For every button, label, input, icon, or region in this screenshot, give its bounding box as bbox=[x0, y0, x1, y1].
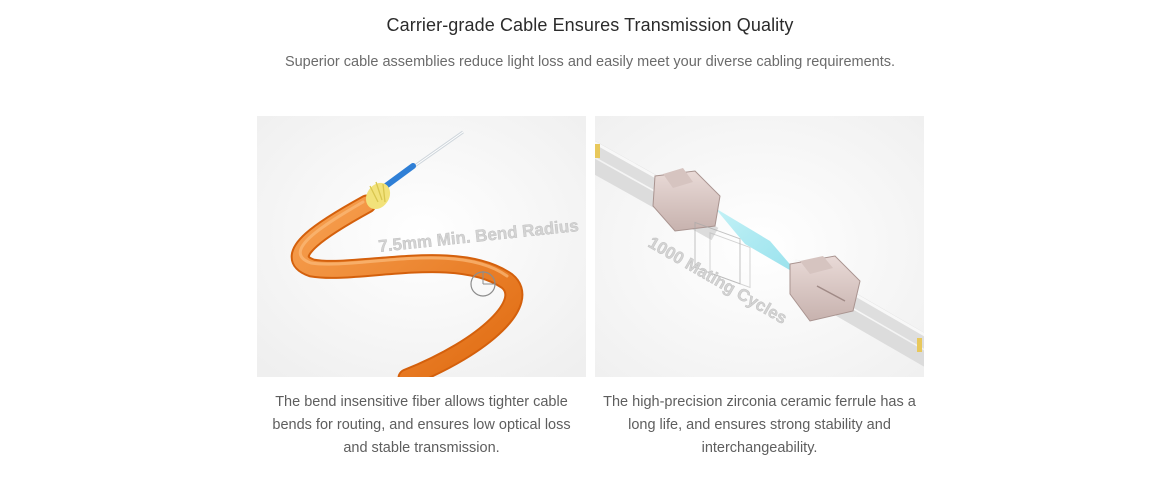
bend-radius-marker-icon bbox=[470, 271, 496, 297]
feature-card-mating: 1000 Mating Cycles The high-precision zi… bbox=[595, 116, 924, 460]
light-beam-icon bbox=[715, 208, 800, 276]
bend-radius-image: 7.5mm Min. Bend Radius bbox=[257, 116, 586, 377]
kevlar-yarn-icon bbox=[365, 181, 391, 210]
section-title: Carrier-grade Cable Ensures Transmission… bbox=[386, 15, 794, 35]
left-connector-icon bbox=[652, 168, 751, 289]
bend-caption: The bend insensitive fiber allows tighte… bbox=[272, 394, 571, 456]
mating-cycles-image: 1000 Mating Cycles bbox=[595, 116, 924, 377]
mating-caption: The high-precision zirconia ceramic ferr… bbox=[603, 394, 916, 456]
right-connector-icon bbox=[789, 255, 861, 322]
section-subtitle: Superior cable assemblies reduce light l… bbox=[284, 54, 896, 70]
feature-card-bend: 7.5mm Min. Bend Radius The bend insensit… bbox=[257, 116, 586, 460]
